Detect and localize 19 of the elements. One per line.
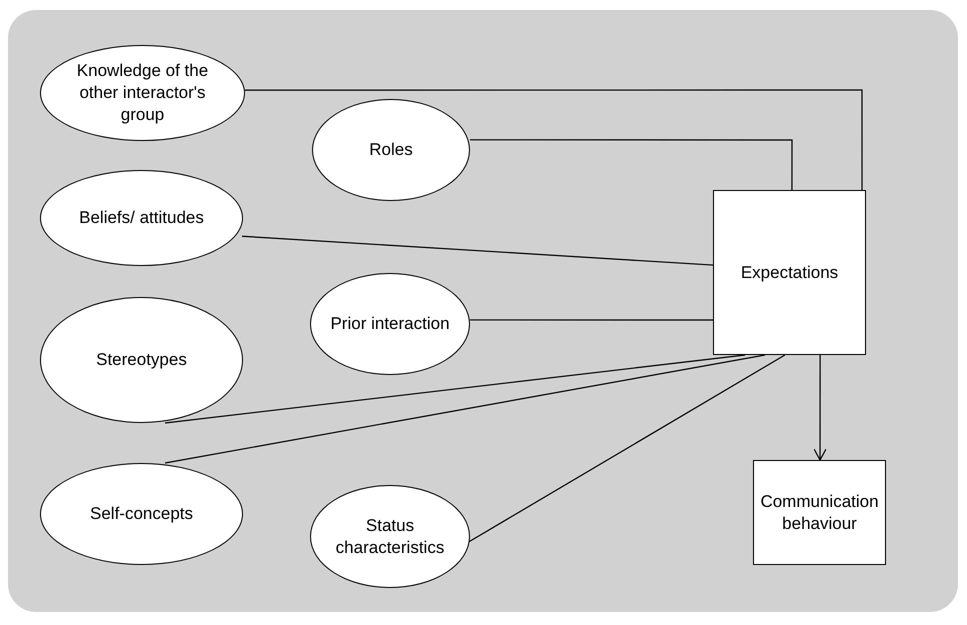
node-label: Self-concepts bbox=[90, 503, 193, 525]
process-box bbox=[753, 460, 886, 565]
node-label: Status characteristics bbox=[334, 514, 446, 558]
arrow bbox=[813, 355, 827, 461]
node-label: Beliefs/ attitudes bbox=[79, 207, 204, 229]
connector-line bbox=[164, 354, 746, 424]
connector-line bbox=[470, 319, 713, 321]
connector-line bbox=[470, 139, 793, 190]
node-label: Communication behaviour bbox=[760, 490, 879, 534]
node-label: Stereotypes bbox=[96, 349, 187, 371]
connector-line bbox=[245, 89, 863, 190]
connector-line bbox=[468, 354, 786, 542]
connector-line bbox=[242, 236, 714, 266]
node-label: Expectations bbox=[740, 262, 838, 284]
node-label: Roles bbox=[369, 139, 413, 161]
node-label: Knowledge of the other interactor's group bbox=[76, 60, 210, 126]
process-box bbox=[713, 190, 866, 355]
node-label: Prior interaction bbox=[330, 313, 450, 335]
connector-line bbox=[164, 354, 766, 464]
